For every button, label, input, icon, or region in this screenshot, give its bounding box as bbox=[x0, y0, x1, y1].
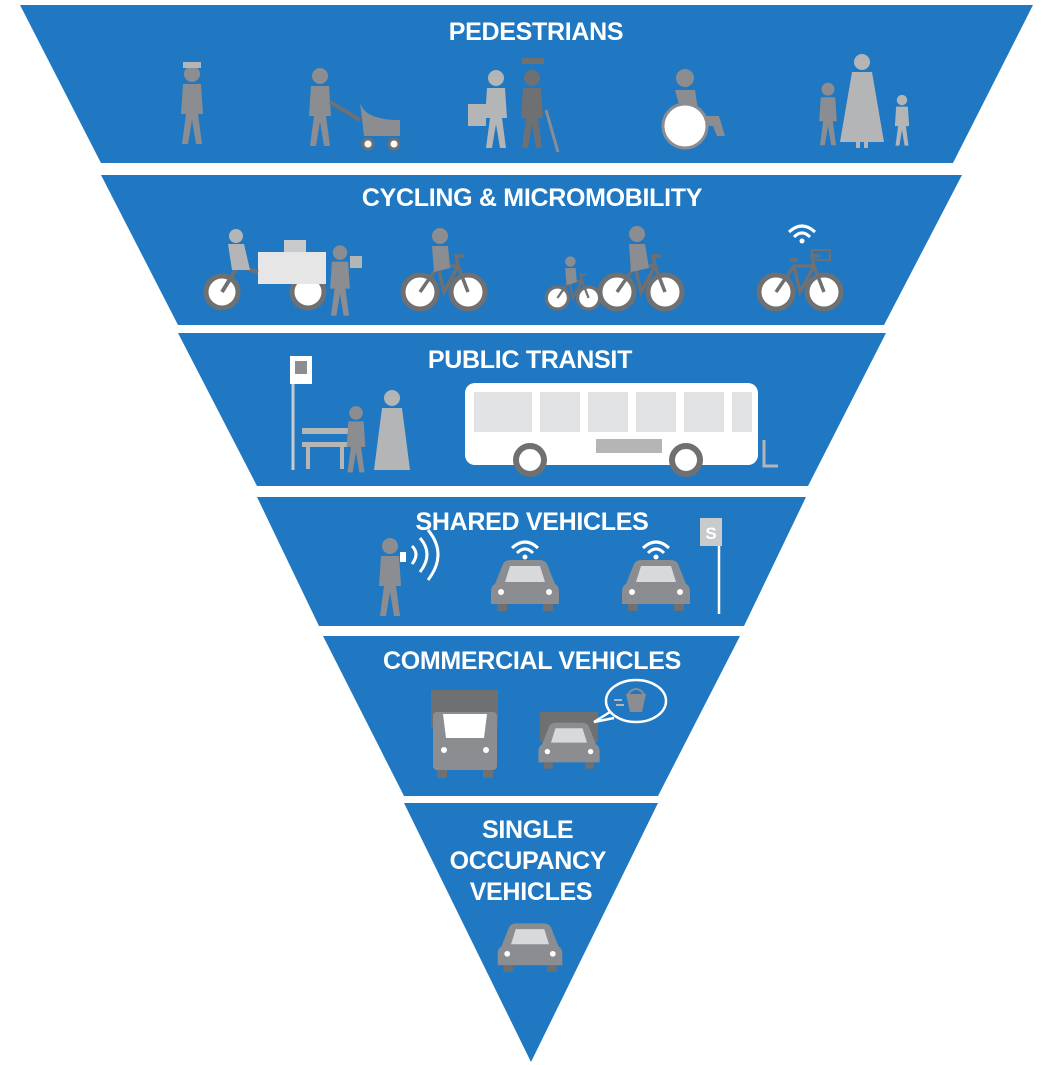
elderly-couple-icon bbox=[468, 58, 560, 153]
cyclist-icon bbox=[403, 228, 485, 309]
tier-band bbox=[20, 5, 1033, 163]
tier-band bbox=[323, 636, 740, 796]
passengers-icon bbox=[346, 390, 410, 473]
truck-icon bbox=[431, 690, 498, 778]
shared-bike-icon bbox=[759, 224, 841, 309]
delivery-van-icon bbox=[538, 712, 600, 769]
wheelchair-user-icon bbox=[661, 69, 725, 150]
tier-transit: PUBLIC TRANSIT bbox=[178, 333, 886, 486]
tier-title: COMMERCIAL VEHICLES bbox=[383, 647, 681, 675]
person-with-phone-icon bbox=[379, 529, 440, 616]
bus-icon bbox=[465, 383, 778, 477]
cargo-bike-icon bbox=[203, 229, 362, 316]
bus-stop-sign-icon bbox=[290, 356, 312, 470]
tier-title: SHARED VEHICLES bbox=[415, 508, 648, 536]
family-walking-icon bbox=[819, 54, 910, 148]
bench-icon bbox=[302, 428, 348, 469]
tier-title: PEDESTRIANS bbox=[449, 18, 624, 46]
tier-title: PUBLIC TRANSIT bbox=[428, 346, 632, 374]
walking-person-icon bbox=[181, 62, 203, 144]
tier-shared: SHARED VEHICLES S bbox=[257, 497, 806, 626]
tier-single-occupancy: SINGLE OCCUPANCY VEHICLES bbox=[404, 803, 658, 1062]
tier-commercial: COMMERCIAL VEHICLES bbox=[323, 636, 740, 796]
tier-pedestrians: PEDESTRIANS bbox=[20, 5, 1033, 163]
shared-parking-sign-icon: S bbox=[700, 518, 722, 614]
delivery-bubble-icon bbox=[593, 678, 668, 724]
tier-cycling: CYCLING & MICROMOBILITY bbox=[101, 175, 962, 325]
tier-title: CYCLING & MICROMOBILITY bbox=[362, 184, 703, 212]
parent-child-cycling-icon bbox=[544, 226, 682, 309]
sign-letter: S bbox=[705, 524, 716, 543]
tier-title: SINGLE OCCUPANCY VEHICLES bbox=[450, 816, 613, 906]
person-with-stroller-icon bbox=[309, 68, 401, 151]
